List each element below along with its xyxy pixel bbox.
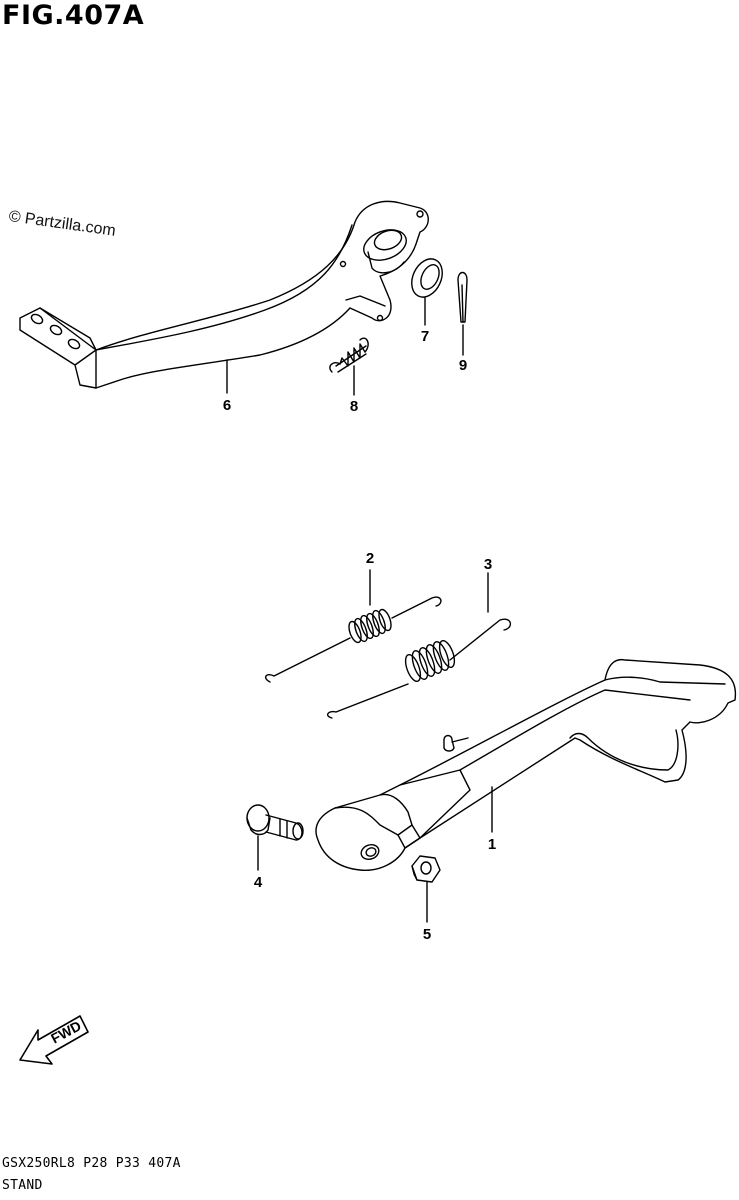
callout-1[interactable]: 1 xyxy=(487,836,497,853)
callout-8[interactable]: 8 xyxy=(349,398,359,415)
washer-part-7[interactable] xyxy=(406,254,448,302)
callout-3[interactable]: 3 xyxy=(483,556,493,573)
fwd-arrow-icon xyxy=(19,1015,89,1065)
callout-4[interactable]: 4 xyxy=(253,874,263,891)
spring-part-3[interactable] xyxy=(326,618,511,719)
small-spring-part-8[interactable] xyxy=(329,337,369,373)
callout-7[interactable]: 7 xyxy=(420,328,430,345)
figure-title: FIG.407A xyxy=(2,0,145,31)
callout-6[interactable]: 6 xyxy=(222,397,232,414)
side-stand-part-1[interactable] xyxy=(315,658,737,871)
spring-part-2[interactable] xyxy=(264,596,442,683)
cotter-pin-part-9[interactable] xyxy=(457,271,468,323)
nut-part-5[interactable] xyxy=(411,855,441,883)
section-name: STAND xyxy=(2,1178,43,1193)
model-code: GSX250RL8 P28 P33 407A xyxy=(2,1156,181,1171)
bolt-part-4[interactable] xyxy=(246,804,304,841)
callout-5[interactable]: 5 xyxy=(422,926,432,943)
callout-9[interactable]: 9 xyxy=(458,357,468,374)
callout-2[interactable]: 2 xyxy=(365,550,375,567)
brake-pedal-part-6[interactable] xyxy=(19,200,429,389)
